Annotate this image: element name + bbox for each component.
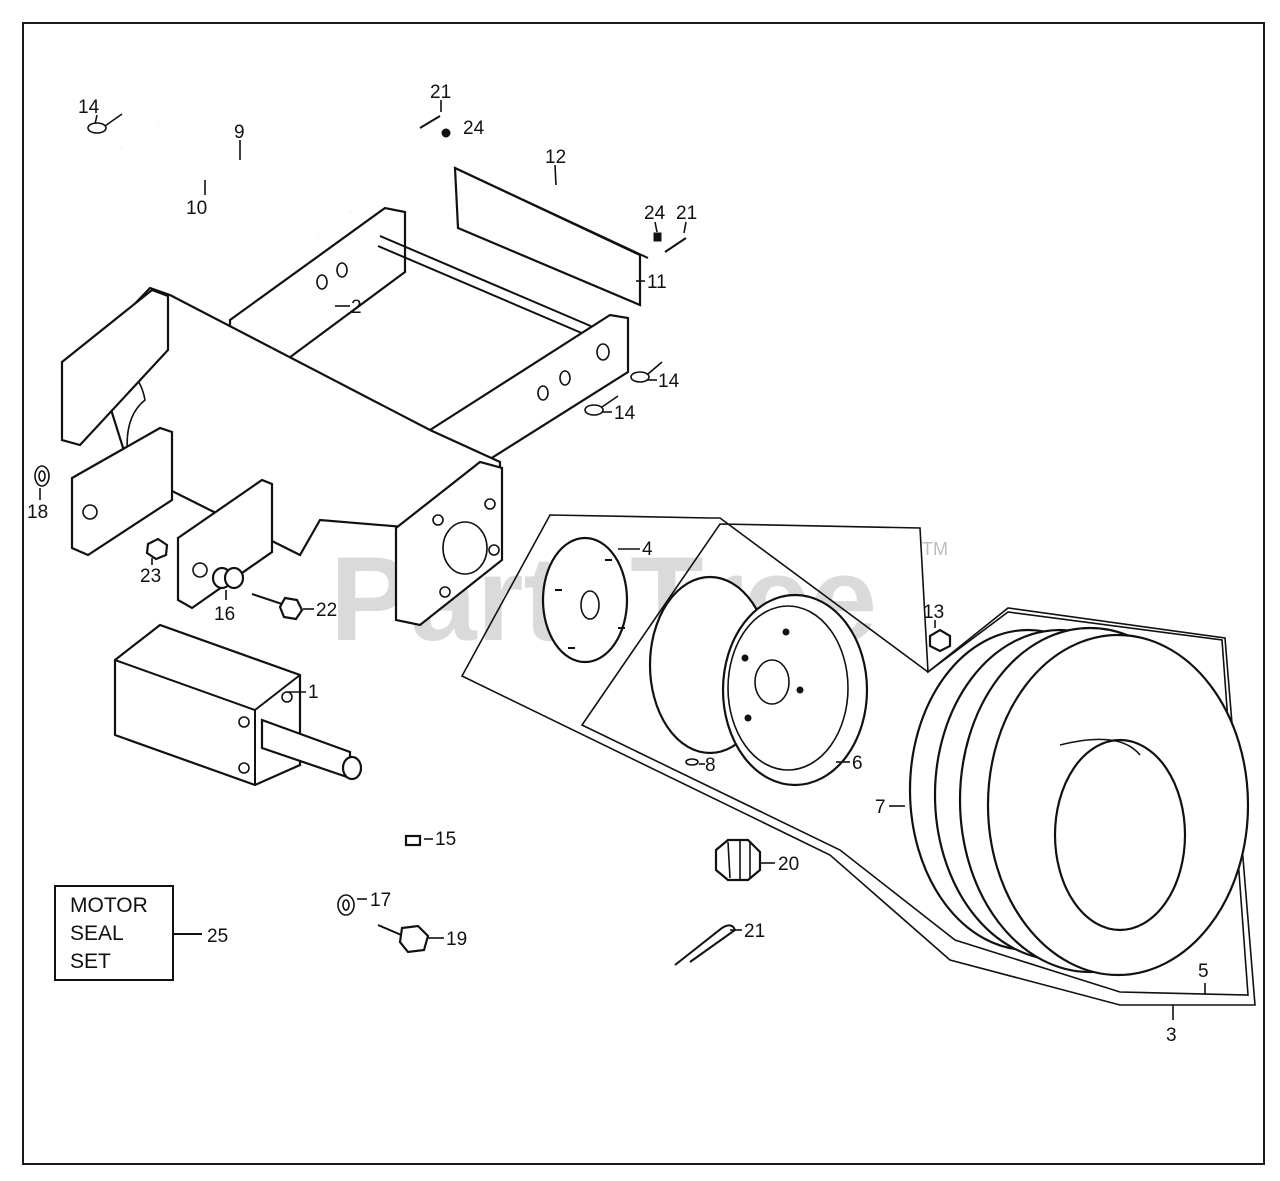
part-9-rod[interactable] <box>157 120 351 214</box>
part-17-washer[interactable] <box>337 894 355 916</box>
part-2-frame[interactable] <box>60 206 630 627</box>
part-6-rim[interactable] <box>648 575 869 787</box>
callout-5: 5 <box>1198 961 1209 982</box>
part-20-castle-nut[interactable] <box>714 838 762 882</box>
motor-seal-line-1: MOTOR <box>70 894 148 917</box>
callout-23: 23 <box>140 566 161 587</box>
callout-19: 19 <box>446 929 467 950</box>
part-19-bolt[interactable] <box>377 924 430 954</box>
callout-25: 25 <box>207 926 228 947</box>
callout-14-right-upper: 14 <box>658 371 680 392</box>
part-4-hub[interactable] <box>541 536 629 664</box>
part-1-motor[interactable] <box>113 623 363 787</box>
part-5-tire-rim-outline <box>580 523 1249 996</box>
motor-seal-set-box: MOTOR SEAL SET <box>54 885 202 981</box>
callout-1: 1 <box>308 682 319 703</box>
callout-18: 18 <box>27 502 48 523</box>
callout-20: 20 <box>778 854 799 875</box>
callout-15: 15 <box>435 829 456 850</box>
callout-21-right: 21 <box>676 203 697 224</box>
part-15-key[interactable] <box>404 834 422 847</box>
part-14-hairpin-clip-right-lower[interactable] <box>584 395 619 416</box>
part-24-washer-top[interactable] <box>441 128 451 138</box>
part-24-washer-right[interactable] <box>653 232 662 242</box>
part-14-hairpin-clip-right-upper[interactable] <box>630 361 663 383</box>
callout-7: 7 <box>875 797 886 818</box>
part-18-washer[interactable] <box>34 465 50 487</box>
part-7-tire[interactable] <box>908 626 1250 977</box>
part-23-nut[interactable] <box>145 537 169 561</box>
part-11-plate[interactable] <box>453 166 649 307</box>
diagram-border <box>22 22 1265 1165</box>
callout-3: 3 <box>1166 1025 1177 1046</box>
callout-22: 22 <box>316 600 337 621</box>
callout-labels: 14 9 10 21 24 12 24 21 11 2 14 14 18 23 … <box>27 82 1209 1046</box>
part-21-cotter-pin-right[interactable] <box>664 237 687 253</box>
part-22-bolt[interactable] <box>251 593 304 621</box>
callout-9: 9 <box>234 122 245 143</box>
callout-24-right: 24 <box>644 203 666 224</box>
part-3-wheel-assembly-outline <box>460 514 1256 1006</box>
callout-14-right-lower: 14 <box>614 403 636 424</box>
leader-lines <box>39 100 1206 1020</box>
part-16-spacer[interactable] <box>211 566 245 590</box>
callout-17: 17 <box>370 890 391 911</box>
callout-10: 10 <box>186 198 207 219</box>
callout-2: 2 <box>351 297 362 318</box>
part-21-cotter-pin-top[interactable] <box>419 115 441 129</box>
watermark-tm: TM <box>922 539 948 559</box>
motor-seal-line-2: SEAL <box>70 922 124 945</box>
motor-seal-line-3: SET <box>70 950 111 973</box>
callout-8: 8 <box>705 755 716 776</box>
part-14-hairpin-clip[interactable] <box>87 113 123 134</box>
callout-24-top: 24 <box>463 118 485 139</box>
callout-13: 13 <box>923 602 944 623</box>
callout-12: 12 <box>545 147 566 168</box>
callout-21-top: 21 <box>430 82 451 103</box>
part-8-valve-stem[interactable] <box>685 758 699 766</box>
callout-11: 11 <box>647 272 667 293</box>
part-21-cotter-pin-lower[interactable] <box>674 924 737 966</box>
callout-16: 16 <box>214 604 235 625</box>
callout-4: 4 <box>642 539 653 560</box>
part-10-rod[interactable] <box>121 145 319 240</box>
callout-6: 6 <box>852 753 863 774</box>
callout-21-lower: 21 <box>744 921 765 942</box>
callout-14-top-left: 14 <box>78 97 100 118</box>
part-13-nut[interactable] <box>928 628 952 653</box>
part-12-rod[interactable] <box>451 136 651 232</box>
